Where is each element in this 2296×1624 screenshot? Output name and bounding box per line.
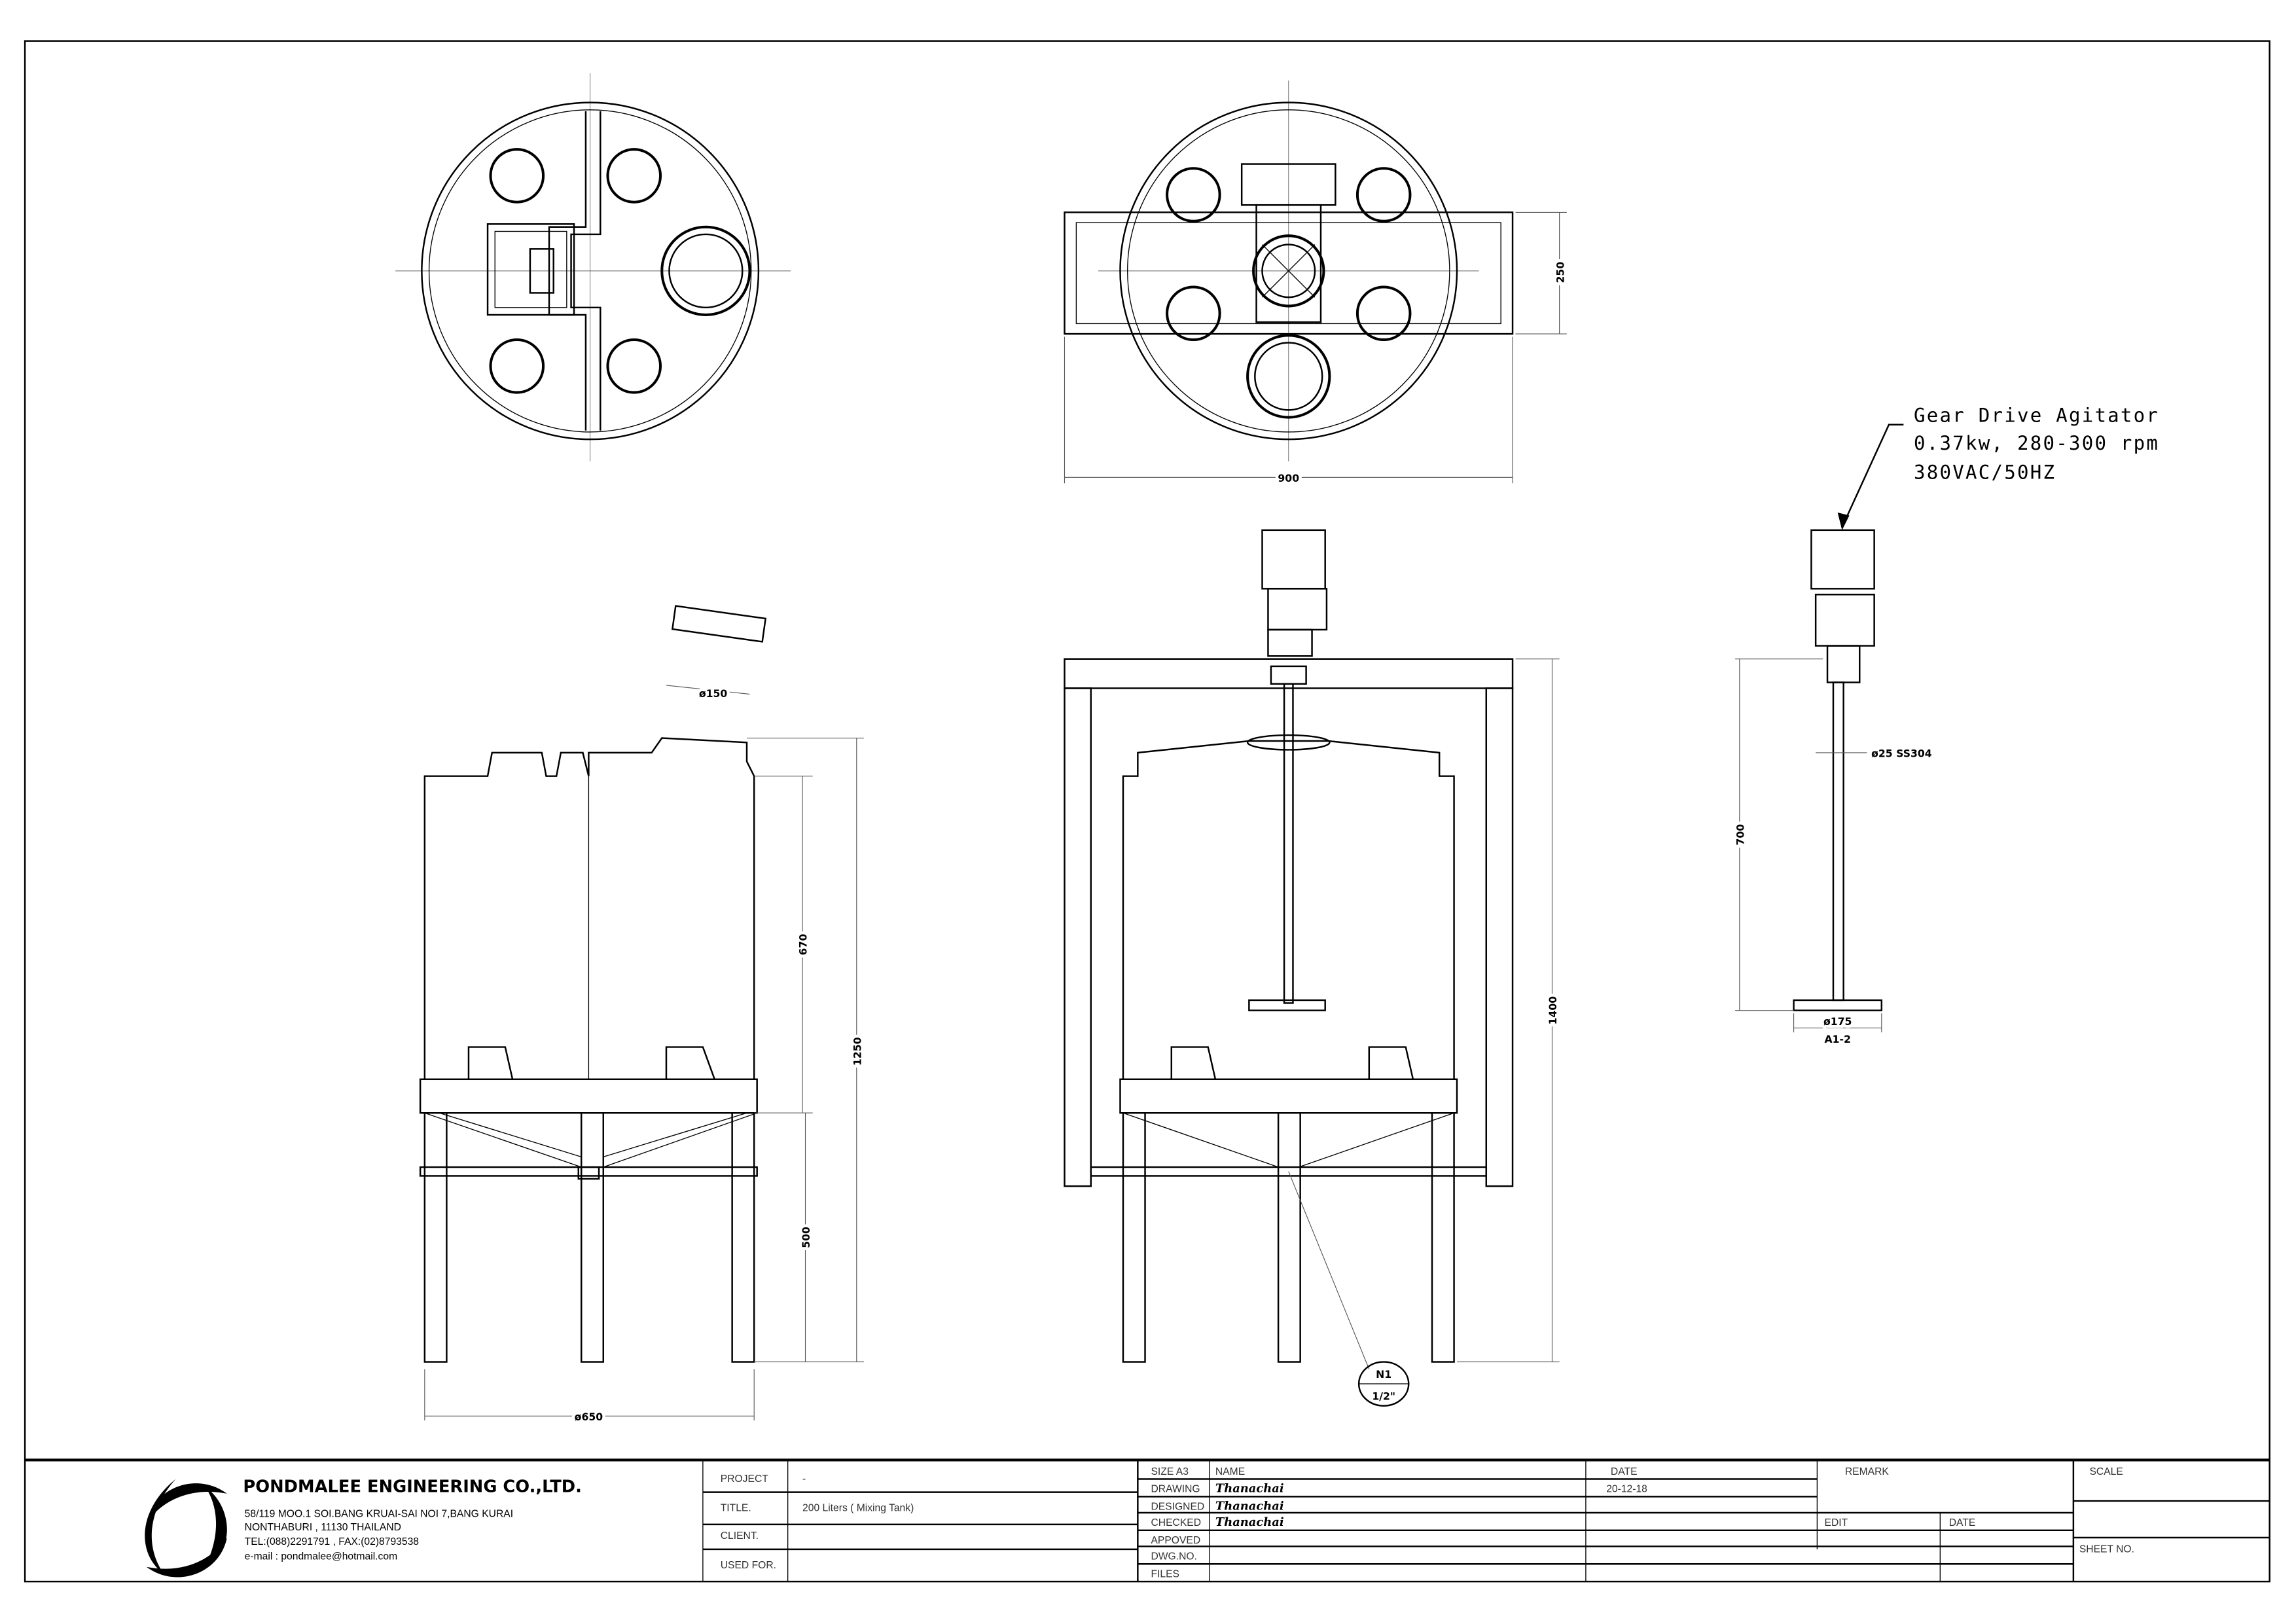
project-label: PROJECT <box>721 1473 769 1485</box>
title-block <box>25 1458 2270 1582</box>
dimension-frame-height: 1400 <box>1547 996 1559 1025</box>
client-label: CLIENT. <box>721 1530 759 1542</box>
sheet-border <box>24 40 2270 1583</box>
drawing-label: DRAWING <box>1151 1484 1200 1495</box>
top-view-tank <box>395 73 791 461</box>
dwg-no-label: DWG.NO. <box>1151 1551 1196 1562</box>
drawing-signature: Thanachai <box>1215 1482 1284 1496</box>
date-label: DATE <box>1611 1466 1638 1477</box>
checked-label: CHECKED <box>1151 1517 1201 1528</box>
agitator-note-line-1: Gear Drive Agitator <box>1914 404 2159 426</box>
dimension-tank-dia: ø650 <box>575 1411 603 1423</box>
dimension-top-depth: 250 <box>1554 262 1566 283</box>
company-email: e-mail : pondmalee@hotmail.com <box>245 1551 397 1562</box>
edit-label: EDIT <box>1825 1517 1848 1528</box>
agitator-side-view <box>1735 424 1904 1033</box>
agitator-note-line-2: 0.37kw, 280-300 rpm <box>1914 432 2159 454</box>
drawing-date: 20-12-18 <box>1606 1484 1647 1495</box>
company-logo-icon <box>145 1479 227 1578</box>
sheet-no-label: SHEET NO. <box>2079 1543 2134 1555</box>
front-view-tank <box>419 605 864 1421</box>
title-value: 200 Liters ( Mixing Tank) <box>802 1503 914 1514</box>
used-for-label: USED FOR. <box>721 1560 776 1571</box>
designed-label: DESIGNED <box>1151 1502 1204 1513</box>
dimension-overall-height: 1250 <box>852 1037 864 1066</box>
title-label: TITLE. <box>721 1503 751 1514</box>
dimension-impeller-dia: ø175 <box>1823 1015 1852 1028</box>
dimension-shaft-length: 700 <box>1734 824 1747 846</box>
dimension-upper-height: 670 <box>797 934 810 956</box>
project-value: - <box>802 1473 806 1485</box>
edit-date-label: DATE <box>1949 1517 1976 1528</box>
designed-signature: Thanachai <box>1215 1500 1284 1513</box>
nozzle-tag: N1 <box>1376 1368 1391 1380</box>
company-address-1: 58/119 MOO.1 SOI.BANG KRUAI-SAI NOI 7,BA… <box>245 1509 513 1520</box>
impeller-type: A1-2 <box>1824 1033 1850 1045</box>
size-label: SIZE A3 <box>1151 1466 1189 1477</box>
checked-signature: Thanachai <box>1215 1515 1284 1529</box>
company-name: PONDMALEE ENGINEERING CO.,LTD. <box>243 1477 581 1497</box>
nozzle-size: 1/2" <box>1372 1390 1395 1403</box>
files-label: FILES <box>1151 1568 1179 1579</box>
dimension-leg-height: 500 <box>800 1227 812 1248</box>
dimension-top-width: 900 <box>1278 472 1299 484</box>
front-view-mixing-tank <box>1064 529 1560 1407</box>
company-phone: TEL:(088)2291791 , FAX:(02)8793538 <box>245 1536 420 1547</box>
approved-label: APPOVED <box>1151 1535 1200 1546</box>
agitator-note-line-3: 380VAC/50HZ <box>1914 461 2056 484</box>
top-view-mixing-tank <box>1064 81 1567 484</box>
remark-label: REMARK <box>1845 1466 1890 1477</box>
leader-arrow-icon <box>1837 513 1850 530</box>
dimension-nozzle-dia: ø150 <box>699 687 728 700</box>
company-address-2: NONTHABURI , 11130 THAILAND <box>245 1522 401 1533</box>
name-label: NAME <box>1215 1466 1245 1477</box>
scale-label: SCALE <box>2089 1466 2123 1477</box>
dimension-shaft-spec: ø25 SS304 <box>1871 748 1932 760</box>
